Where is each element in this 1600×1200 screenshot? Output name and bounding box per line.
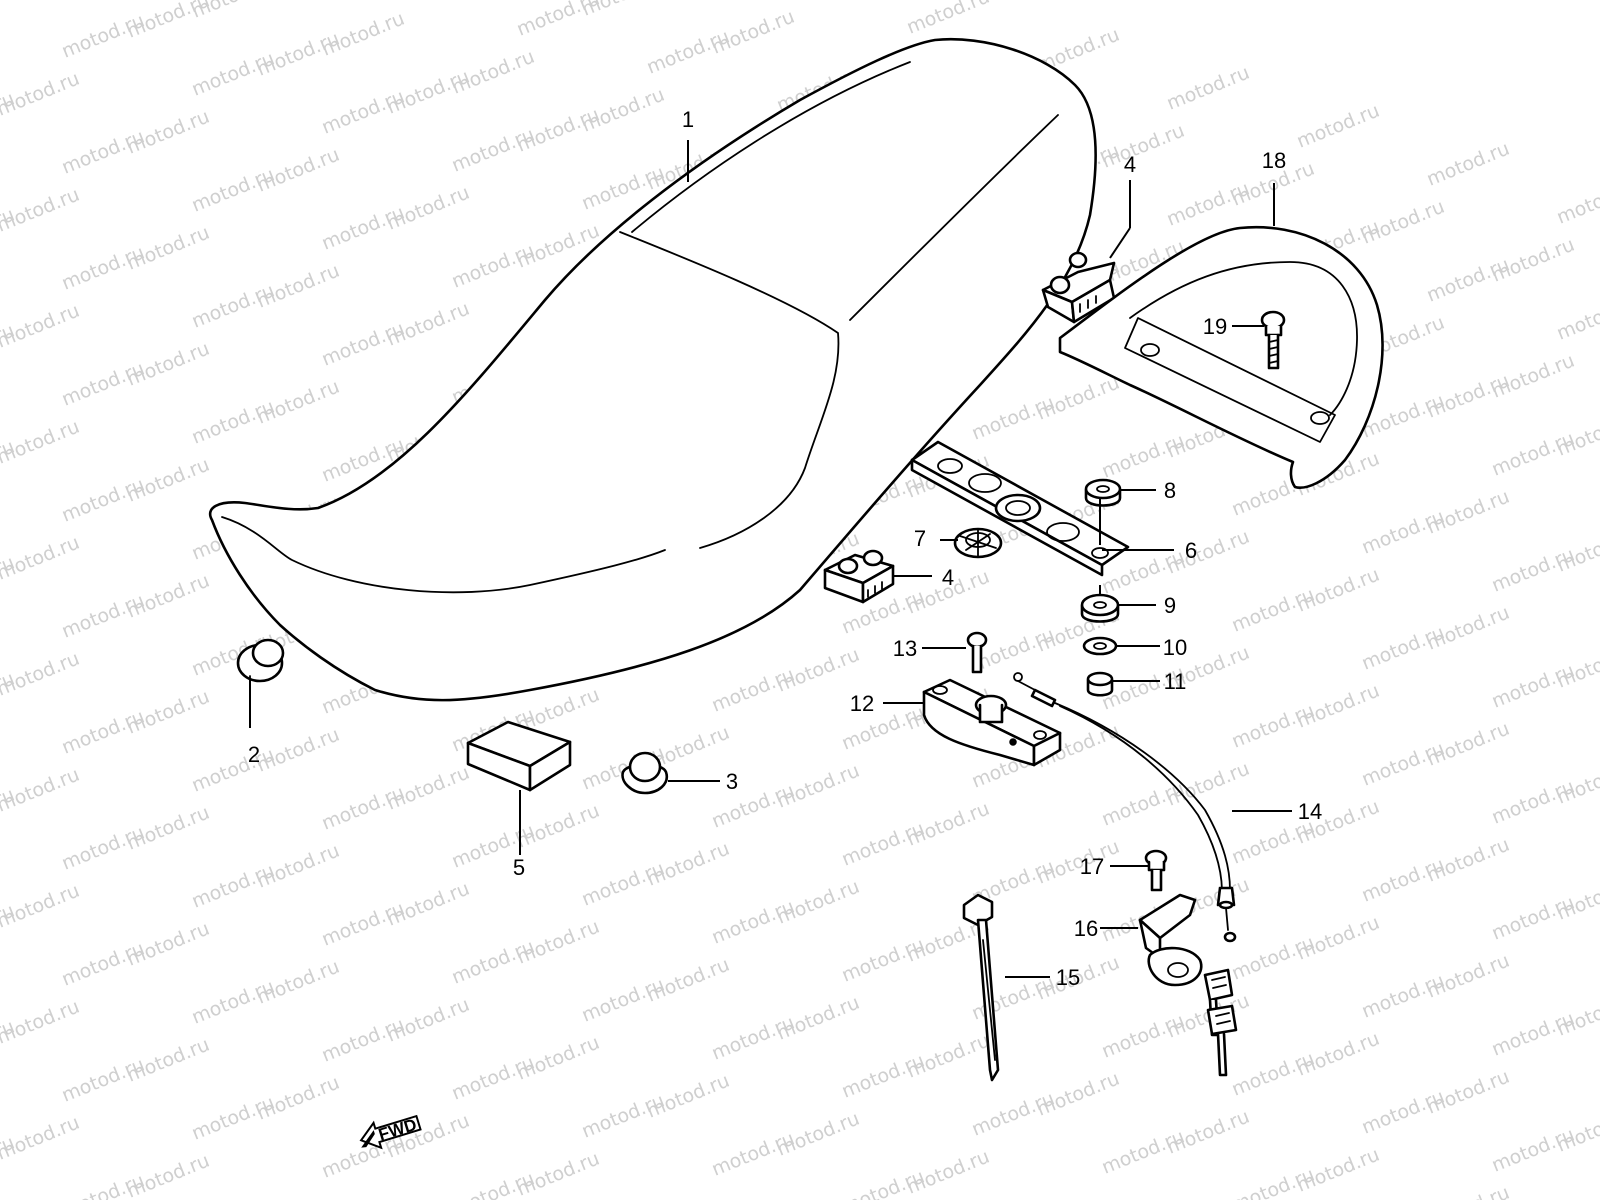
part-bracket-plate [910,440,1130,577]
part-bolt-19 [1260,310,1286,370]
part-bolt-17 [1144,849,1168,892]
watermark-text: motod.ru [514,0,603,41]
part-cushion-9 [1080,593,1120,623]
watermark-text: motod.ru [1164,62,1253,115]
watermark-text: motod.ru [0,184,83,237]
watermark-text: motod.ru [1554,292,1600,345]
part-seat-lock-base [922,678,1062,767]
callout-1: 1 [682,107,694,132]
callout-7: 7 [914,526,926,551]
part-washer-10 [1082,636,1118,656]
callout-5: 5 [513,855,525,880]
callout-12: 12 [850,691,874,716]
callout-18: 18 [1262,148,1286,173]
leader-lines [249,140,1292,978]
callout-15: 15 [1056,965,1080,990]
watermark-text: motod.ru [1424,1182,1513,1200]
callout-3: 3 [726,769,738,794]
part-buffer-lower [823,549,895,604]
watermark-text: motod.ru [384,0,473,3]
part-clip [953,527,1003,559]
watermark-text: motod.ru [904,0,993,39]
part-tail-cover [1058,225,1384,489]
callout-4-lower: 4 [942,565,954,590]
part-seat [209,37,1097,702]
watermark-text: motod.ru [0,0,83,5]
callout-11: 11 [1164,669,1187,694]
watermark-text: motod.ru [1554,176,1600,229]
watermark-text: motod.ru [0,764,83,817]
callout-2: 2 [248,742,260,767]
callout-16: 16 [1074,916,1098,941]
callout-17: 17 [1080,854,1104,879]
watermark-text: motod.ru [0,1112,83,1165]
part-seat-cushion-3 [621,751,669,795]
callout-6: 6 [1185,538,1197,563]
part-nut-11 [1086,671,1114,697]
part-screw-13 [966,631,988,674]
part-block [466,720,572,792]
watermark-text: motod.ru [0,880,83,933]
callout-8: 8 [1164,478,1176,503]
watermark-text: motod.ru [1424,138,1513,191]
watermark-text: motod.ru [0,532,83,585]
part-lock-set [1138,893,1238,1077]
watermark-text: motod.ru [774,0,863,1]
watermark-text: motod.ru [1294,100,1383,153]
watermark-text: motod.ru [0,68,83,121]
callout-4-upper: 4 [1124,152,1136,177]
part-buffer-upper [1041,251,1116,324]
watermark-text: motod.ru [0,416,83,469]
part-seat-cushion-2 [236,638,285,721]
callout-labels: 1 2 3 4 4 5 6 7 8 9 10 11 12 13 14 15 16… [248,107,1322,990]
callout-14: 14 [1298,799,1322,824]
callout-13: 13 [893,636,917,661]
watermark-text: motod.ru [0,648,83,701]
callout-19: 19 [1203,314,1227,339]
callout-10: 10 [1163,635,1187,660]
watermark-text: motod.ru [0,996,83,1049]
part-cushion-8 [1084,478,1122,507]
part-seat-lock-cable [1013,672,1237,943]
watermark-text: motod.ru [0,300,83,353]
part-band [962,893,1000,1082]
callout-9: 9 [1164,593,1176,618]
